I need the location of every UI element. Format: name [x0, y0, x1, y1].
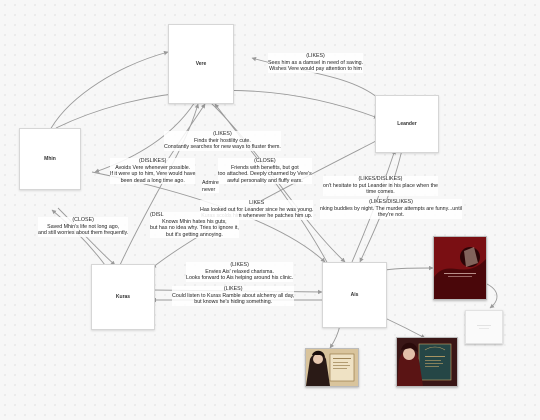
character-art-image [434, 237, 486, 299]
character-art-image [306, 349, 358, 386]
edge-mhin-vere [49, 50, 169, 131]
node-label: Mhin [44, 156, 56, 162]
node-leander[interactable]: Leander [375, 95, 439, 153]
edge-label-admire: Admire never [202, 180, 219, 194]
character-art-card-parchment[interactable] [305, 348, 359, 387]
edge-vere-mhin [94, 101, 196, 173]
edge-label-kuras-mhin: (DISL Knows Mhin hates his guts, but has… [150, 212, 239, 239]
node-label: Kuras [115, 294, 131, 300]
edge-ais-card1 [384, 265, 434, 271]
character-art-image [397, 338, 457, 386]
character-art-card-red[interactable] [433, 236, 487, 300]
edge-ais-card4 [384, 317, 426, 339]
blank-card[interactable] [465, 310, 503, 344]
node-kuras[interactable]: Kuras [91, 264, 155, 330]
edge-ais-card3 [329, 324, 341, 349]
blank-card-image [477, 325, 491, 329]
edge-label-ais-kuras: (LIKES) Could listen to Kuras Ramble abo… [172, 286, 295, 306]
edge-label-ais-vere: (CLOSE) Friends with benefits, but got t… [218, 158, 312, 185]
node-vere[interactable]: Vere [168, 24, 234, 104]
character-art-card-teal[interactable] [396, 337, 458, 387]
edge-label-mhin-leander: (LIKES) Finds their hostility cute. Cons… [164, 131, 281, 151]
edge-kuras-vere [119, 103, 200, 266]
edge-label-ais-leander: (LIKES/DISLIKES) nking buddies by night.… [320, 199, 463, 219]
node-label: Ais [350, 292, 359, 298]
node-label: Vere [195, 61, 207, 67]
node-ais[interactable]: Ais [322, 262, 387, 328]
edge-ais-vere [214, 103, 331, 269]
edge-label-leander-vere: (LIKES) Sees him as a damsel in need of … [268, 53, 364, 73]
node-label: Leander [397, 121, 417, 127]
edge-label-mhin-kuras: (CLOSE) Saved Mhin's life not long ago, … [38, 217, 129, 237]
edge-label-mhin-vere: (DISLIKES) Avoids Vere whenever possible… [110, 158, 196, 185]
edge-mhin-kuras [57, 207, 116, 266]
edge-label-leander-ais: (LIKES/DISLIKES) on't hesitate to put Le… [323, 176, 438, 196]
node-mhin[interactable]: Mhin [19, 128, 81, 190]
edge-card1-card2 [484, 282, 498, 309]
edge-label-kuras-ais: (LIKES) Envies Ais' relaxed charisma. Lo… [186, 262, 294, 282]
